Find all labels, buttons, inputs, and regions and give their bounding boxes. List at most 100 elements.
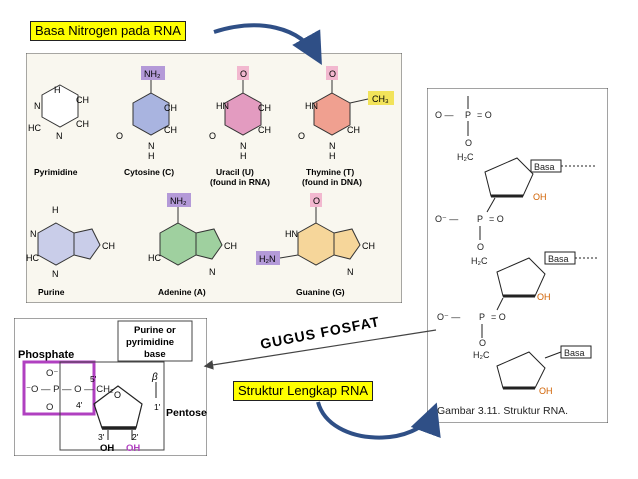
uracil-ring: O HN CH CH O N H <box>209 66 271 161</box>
pyrimidine-ring: H N HC CH CH N <box>28 84 89 141</box>
svg-text:H₂C: H₂C <box>473 350 490 360</box>
svg-text:CH: CH <box>164 125 177 135</box>
svg-text:P: P <box>477 214 483 224</box>
prime-1: 1' <box>154 402 161 412</box>
rna-basa-3: Basa <box>564 348 585 358</box>
svg-text:N: N <box>209 267 216 277</box>
thymine-ch3: CH₃ <box>372 94 389 104</box>
h2n-tag <box>256 251 280 265</box>
thymine-label: Thymine (T) <box>306 167 354 177</box>
svg-text:HN: HN <box>285 229 298 239</box>
rna-structure-panel: O — P = O O H₂C Basa OH O⁻ — P = O O H₂C Bas… <box>427 88 608 423</box>
svg-text:H: H <box>54 85 61 95</box>
svg-text:O: O <box>298 131 305 141</box>
svg-text:O: O <box>114 390 121 400</box>
bases-callout: Basa Nitrogen pada RNA <box>30 21 186 41</box>
svg-text:O⁻ —: O⁻ — <box>437 312 460 322</box>
prime-2: 2' <box>132 432 139 442</box>
adenine-nh2: NH₂ <box>170 196 187 206</box>
pyrimidine-label: Pyrimidine <box>34 167 78 177</box>
svg-text:N: N <box>56 131 63 141</box>
o-tag-guanine <box>310 193 322 207</box>
o-tag-uracil <box>237 66 249 80</box>
svg-text:O: O <box>477 242 484 252</box>
beta-symbol: β <box>151 372 158 383</box>
rna-basa-1: Basa <box>534 162 555 172</box>
svg-text:HC: HC <box>26 253 39 263</box>
rna-oh-3: OH <box>539 386 553 396</box>
svg-text:= O: = O <box>477 110 492 120</box>
guanine-ring: O H₂N HN CH N <box>256 193 375 277</box>
curved-arrow-bottom <box>316 401 441 440</box>
svg-text:N: N <box>347 267 354 277</box>
svg-text:H: H <box>329 151 336 161</box>
svg-text:CH: CH <box>164 103 177 113</box>
svg-text:HN: HN <box>216 101 229 111</box>
cytosine-label: Cytosine (C) <box>124 167 174 177</box>
uracil-sublabel: (found in RNA) <box>210 177 270 187</box>
phosphate-box <box>22 360 96 416</box>
svg-text:⁻O — P — O — CH₂: ⁻O — P — O — CH₂ <box>26 384 114 395</box>
svg-text:O: O <box>465 138 472 148</box>
svg-text:CH: CH <box>224 241 237 251</box>
thymine-ring: O CH₃ HN CH O N H <box>298 66 394 161</box>
svg-text:H₂C: H₂C <box>457 152 474 162</box>
svg-text:N: N <box>148 141 155 151</box>
base-box-line2: pyrimidine <box>126 337 174 348</box>
uracil-label: Uracil (U) <box>216 167 254 177</box>
svg-text:HN: HN <box>305 101 318 111</box>
prime-4: 4' <box>76 400 83 410</box>
svg-text:P: P <box>479 312 485 322</box>
svg-text:= O: = O <box>489 214 504 224</box>
svg-text:N: N <box>34 101 41 111</box>
guanine-o: O <box>313 196 320 206</box>
svg-text:H₂C: H₂C <box>471 256 488 266</box>
svg-text:H: H <box>148 151 155 161</box>
svg-text:CH: CH <box>102 241 115 251</box>
adenine-label: Adenine (A) <box>158 287 206 297</box>
svg-text:O —: O — <box>435 110 454 120</box>
prime-5: 5' <box>90 374 97 384</box>
svg-text:CH: CH <box>347 125 360 135</box>
svg-text:CH: CH <box>258 103 271 113</box>
svg-text:N: N <box>30 229 37 239</box>
oh-left: OH <box>100 443 114 454</box>
thymine-o: O <box>329 69 336 79</box>
svg-text:O⁻: O⁻ <box>46 368 58 379</box>
svg-text:H: H <box>52 205 59 215</box>
svg-text:O⁻ —: O⁻ — <box>435 214 458 224</box>
svg-text:CH: CH <box>362 241 375 251</box>
uracil-o: O <box>240 69 247 79</box>
curved-arrow-top <box>213 23 322 65</box>
cytosine-ring: NH₂ CH CH O N H <box>116 66 177 161</box>
nitrogen-bases-panel: H N HC CH CH N NH₂ CH CH O N H O HN CH C… <box>26 53 402 303</box>
svg-text:CH: CH <box>76 119 89 129</box>
svg-text:O: O <box>479 338 486 348</box>
rna-basa-2: Basa <box>548 254 569 264</box>
nucleotide-panel: Phosphate O⁻ ⁻O — P — O — CH₂ O 5' 4' 3'… <box>14 318 207 456</box>
rna-oh-2: OH <box>537 292 551 302</box>
adenine-ring: NH₂ HC CH N <box>148 193 237 277</box>
svg-text:N: N <box>52 269 59 279</box>
svg-text:CH: CH <box>258 125 271 135</box>
svg-text:HC: HC <box>148 253 161 263</box>
purine-label: Purine <box>38 287 65 297</box>
svg-text:= O: = O <box>491 312 506 322</box>
base-box-line3: base <box>144 349 166 360</box>
purine-ring: H N HC CH N <box>26 205 115 279</box>
svg-text:H: H <box>240 151 247 161</box>
cytosine-nh2: NH₂ <box>144 69 161 79</box>
svg-text:N: N <box>329 141 336 151</box>
nh2-tag-adenine <box>167 193 191 207</box>
svg-text:O: O <box>46 402 53 413</box>
svg-text:O: O <box>209 131 216 141</box>
ch3-tag <box>368 91 394 105</box>
structure-callout: Struktur Lengkap RNA <box>233 381 374 401</box>
phosphate-label: Phosphate <box>18 349 74 361</box>
guanine-label: Guanine (G) <box>296 287 345 297</box>
thymine-sublabel: (found in DNA) <box>302 177 362 187</box>
svg-text:O: O <box>116 131 123 141</box>
svg-text:N: N <box>240 141 247 151</box>
oh-right: OH <box>126 443 140 454</box>
